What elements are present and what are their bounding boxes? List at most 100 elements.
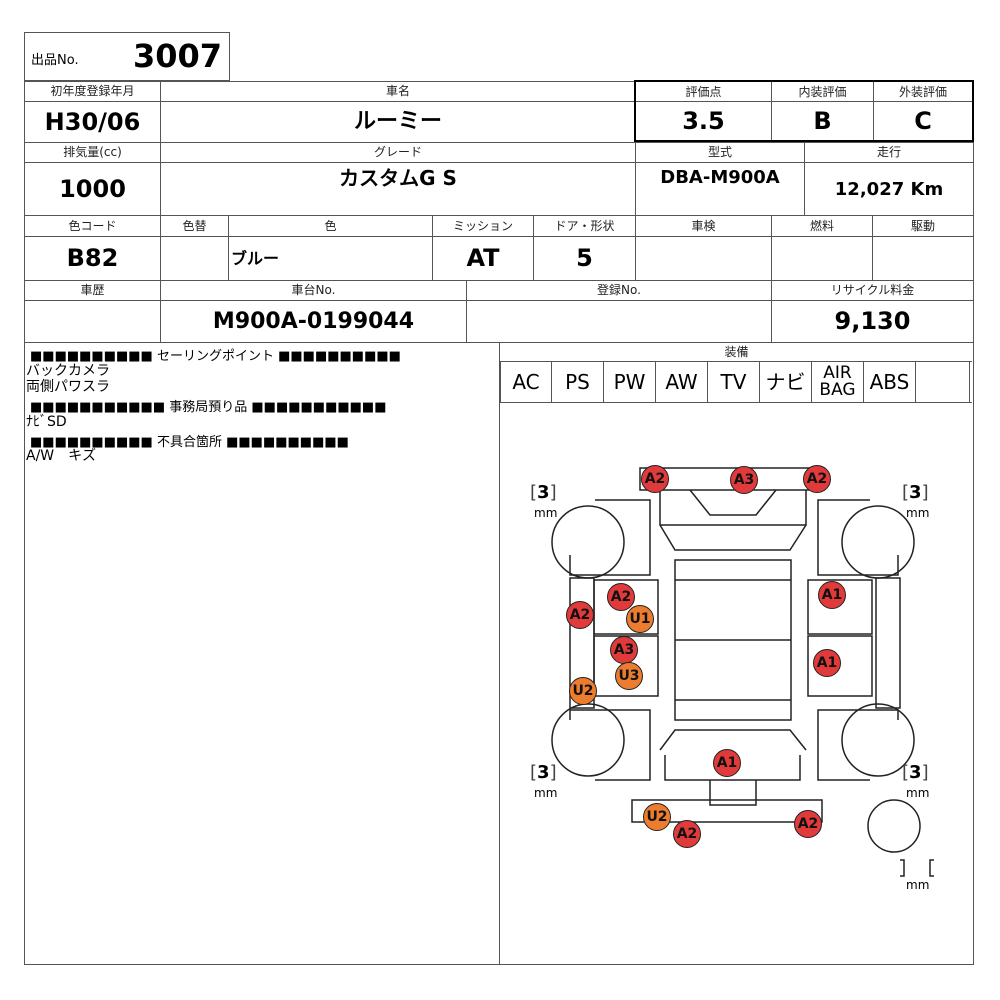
tire-depth-unit: mm: [534, 506, 558, 520]
grade-value: カスタムG S: [339, 166, 457, 190]
damage-badge: A2: [803, 465, 831, 493]
drive-value-cell: [872, 236, 974, 281]
chassis-label-cell: 車台No.: [160, 280, 467, 301]
history-value-cell: [24, 300, 161, 343]
fuel-label: 燃料: [809, 219, 834, 233]
equip-aw: AW: [656, 362, 708, 402]
damage-badge: A1: [818, 581, 846, 609]
damage-badge: A2: [673, 820, 701, 848]
door-value: 5: [576, 244, 593, 272]
selling-point-2: 両側パワスラ: [26, 379, 110, 395]
grade-label-cell: グレード: [160, 142, 636, 163]
chassis-value: M900A-0199044: [212, 309, 415, 334]
lot-number: 3007: [133, 37, 223, 75]
tire-depth-unit: mm: [906, 878, 930, 892]
tire-depth-front-right: [3]: [902, 482, 929, 503]
tire-depth-rear-right: [3]: [902, 762, 929, 783]
damage-badge: A3: [730, 466, 758, 494]
exterior-value: C: [914, 107, 932, 135]
equipment-label: 装備: [724, 345, 749, 359]
inspection-value-cell: [635, 236, 772, 281]
color-code-value: B82: [66, 244, 119, 272]
equip-navi: ナビ: [760, 362, 812, 402]
score-value: 3.5: [682, 107, 725, 135]
damage-badge: A2: [794, 810, 822, 838]
damage-badge: U1: [626, 605, 654, 633]
equip-ps: PS: [552, 362, 604, 402]
interior-value: B: [813, 107, 832, 135]
color-value-cell: ブルー: [228, 236, 433, 281]
tire-depth-value: 3: [909, 482, 922, 503]
equip-tv: TV: [708, 362, 760, 402]
equip-abs: ABS: [864, 362, 916, 402]
drive-label-cell: 駆動: [872, 215, 974, 237]
equip-blank: [916, 362, 970, 402]
lot-box: 出品No. 3007: [24, 32, 230, 81]
damage-badge: U3: [615, 662, 643, 690]
inspection-label: 車検: [691, 219, 716, 233]
rating-box: 評価点 内装評価 外装評価 3.5 B C: [634, 80, 974, 142]
color-code-label-cell: 色コード: [24, 215, 161, 237]
tire-depth-rear-left: [3]: [530, 762, 557, 783]
first-reg-value: H30/06: [44, 108, 141, 136]
displacement-label: 排気量(cc): [63, 145, 122, 159]
diagram-panel: [499, 342, 974, 965]
color-change-label: 色替: [182, 219, 207, 233]
door-value-cell: 5: [533, 236, 636, 281]
car-diagram: [551, 467, 934, 877]
first-reg-label: 初年度登録年月: [50, 84, 135, 98]
damage-badge: A1: [813, 649, 841, 677]
door-label: ドア・形状: [554, 219, 615, 233]
model-label: 型式: [707, 145, 732, 159]
color-code-value-cell: B82: [24, 236, 161, 281]
mission-value: AT: [466, 244, 500, 272]
equip-airbag: AIR BAG: [812, 362, 864, 402]
color-label: 色: [324, 219, 337, 233]
tire-depth-value: 3: [537, 482, 550, 503]
equipment-row: AC PS PW AW TV ナビ AIR BAG ABS: [500, 361, 972, 403]
recycle-label-cell: リサイクル料金: [771, 280, 974, 301]
car-name-label: 車名: [385, 84, 410, 98]
registration-label: 登録No.: [597, 283, 641, 297]
tire-depth-unit: mm: [534, 786, 558, 800]
displacement-value-cell: 1000: [24, 162, 161, 216]
damage-badge: U2: [643, 803, 671, 831]
selling-point-1: バックカメラ: [26, 363, 110, 379]
damage-badge: A1: [713, 749, 741, 777]
office-items-header: ■■■■■■■■■■■ 事務局預り品 ■■■■■■■■■■■: [30, 400, 387, 415]
exterior-label: 外装評価: [898, 85, 947, 99]
damage-badge: A2: [607, 583, 635, 611]
first-reg-value-cell: H30/06: [24, 101, 161, 143]
chassis-value-cell: M900A-0199044: [160, 300, 467, 343]
model-value: DBA-M900A: [660, 167, 780, 188]
registration-value-cell: [466, 300, 772, 343]
first-reg-label-cell: 初年度登録年月: [24, 81, 161, 102]
damage-badge: A3: [610, 636, 638, 664]
mileage-value-cell: 12,027 Km: [804, 162, 974, 216]
inspection-label-cell: 車検: [635, 215, 772, 237]
grade-value-cell: カスタムG S: [160, 162, 636, 216]
history-label: 車歴: [80, 283, 105, 297]
mileage-label: 走行: [876, 145, 901, 159]
chassis-label: 車台No.: [291, 283, 336, 297]
tire-depth-front-left: [3]: [530, 482, 557, 503]
color-change-value-cell: [160, 236, 229, 281]
equip-pw: PW: [604, 362, 656, 402]
lot-label: 出品No.: [31, 53, 79, 68]
color-label-cell: 色: [228, 215, 433, 237]
equip-ac: AC: [500, 362, 552, 402]
tire-depth-value: 3: [537, 762, 550, 783]
color-value: ブルー: [231, 249, 280, 268]
score-label: 評価点: [685, 85, 722, 99]
mission-value-cell: AT: [432, 236, 534, 281]
damage-badge: A2: [641, 465, 669, 493]
selling-points-header: ■■■■■■■■■■ セーリングポイント ■■■■■■■■■■: [30, 349, 401, 364]
recycle-value-cell: 9,130: [771, 300, 974, 343]
color-change-label-cell: 色替: [160, 215, 229, 237]
grade-label: グレード: [373, 145, 422, 159]
car-name-label-cell: 車名: [160, 81, 636, 102]
fuel-value-cell: [771, 236, 873, 281]
damage-badge: A2: [566, 601, 594, 629]
recycle-value: 9,130: [834, 307, 911, 335]
car-name-value: ルーミー: [353, 109, 442, 134]
